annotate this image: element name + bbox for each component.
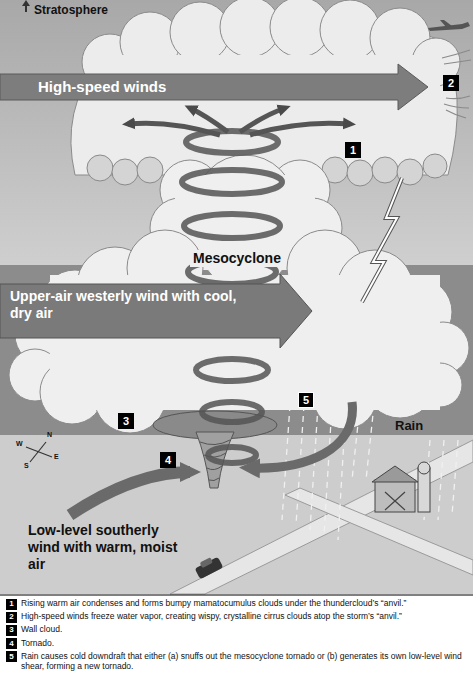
- rain: [282, 405, 458, 540]
- downdraft-arrow: [250, 402, 352, 468]
- legend-text: High-speed winds freeze water vapor, cre…: [21, 611, 469, 621]
- callout-number-text: 2: [9, 613, 13, 621]
- barn: [385, 492, 405, 510]
- cirrus-wisps: [442, 50, 470, 58]
- wind-label: Upper-air westerly wind with cool, dry a…: [10, 288, 260, 322]
- westerly-wind-arrow: [0, 274, 312, 348]
- background: [0, 435, 473, 594]
- legend-rule: [0, 595, 473, 596]
- callout-number: 4: [160, 452, 176, 468]
- mammatocumulus: [137, 157, 163, 183]
- high-speed-wind-arrow: [0, 64, 428, 110]
- callout-number: 1: [345, 142, 361, 158]
- callout-number: 2: [6, 612, 17, 623]
- barn: [372, 466, 418, 482]
- stratosphere-arrow: [22, 0, 30, 6]
- cirrus-wisps: [444, 104, 469, 108]
- mesocyclone-spiral: [182, 170, 282, 194]
- callout-number: 5: [298, 392, 314, 408]
- callout-number-text: 5: [303, 395, 309, 406]
- cirrus-wisps: [446, 96, 470, 99]
- mesocyclone-spiral: [186, 131, 278, 153]
- lightning: [362, 178, 402, 302]
- wind-label: High-speed winds: [38, 78, 166, 96]
- outflow-arrows: [128, 108, 350, 135]
- mesocyclone-spiral: [196, 359, 268, 381]
- roads: [170, 440, 473, 594]
- wind-label: Low-level southerly wind with warm, mois…: [28, 522, 178, 572]
- callout-number: 2: [443, 75, 459, 91]
- mesocyclone-label: Mesocyclone: [190, 250, 284, 267]
- mesocyclone-spiral: [208, 447, 256, 463]
- outflow-arrows: [190, 108, 228, 132]
- rain: [310, 405, 318, 530]
- anvil-cloud: [90, 55, 440, 170]
- barn: [418, 462, 430, 474]
- legend-rule: [0, 595, 473, 596]
- callout-number: 4: [6, 638, 17, 649]
- lightning: [362, 178, 402, 302]
- cirrus-wisps: [444, 60, 471, 64]
- lightning: [362, 178, 402, 302]
- legend-text: Rising warm air condenses and forms bump…: [21, 598, 469, 608]
- stratosphere-arrow: [22, 0, 30, 12]
- compass: [26, 442, 52, 462]
- cirrus-wisps: [446, 110, 466, 118]
- legend-text: Wall cloud.: [21, 624, 469, 634]
- rain: [438, 440, 444, 520]
- mammatocumulus: [347, 160, 373, 186]
- legend-text: Tornado.: [21, 638, 469, 648]
- barn: [418, 468, 430, 512]
- mesocyclone-spiral: [184, 214, 280, 238]
- callout-number-text: 5: [9, 653, 13, 661]
- compass-letter: E: [54, 453, 59, 461]
- southerly-wind-arrow: [70, 472, 190, 515]
- outflow-arrows: [128, 123, 220, 135]
- mammatocumulus: [87, 155, 113, 181]
- callout-number: 3: [118, 413, 134, 429]
- mesocyclone-spiral: [202, 402, 262, 422]
- mammatocumulus: [112, 159, 138, 185]
- airplane: [428, 20, 470, 31]
- southerly-wind-arrow: [70, 472, 190, 515]
- mammatocumulus: [372, 157, 398, 183]
- callout-number: 3: [6, 625, 17, 636]
- callout-number: 1: [6, 599, 17, 610]
- callout-number-text: 1: [9, 600, 13, 608]
- compass-letter: N: [47, 431, 52, 439]
- callout-number-text: 1: [350, 145, 356, 156]
- barn: [375, 480, 415, 512]
- compass: [26, 447, 52, 457]
- callout-number-text: 4: [9, 640, 13, 648]
- stratosphere-arrow: [25, 5, 27, 12]
- callout-number: 5: [6, 651, 17, 662]
- outflow-arrows: [250, 123, 350, 135]
- car: [200, 557, 213, 568]
- car: [195, 557, 224, 579]
- roads: [170, 440, 473, 594]
- compass-letter: W: [16, 440, 23, 448]
- rain-label: Rain: [392, 418, 426, 434]
- background: [0, 265, 473, 435]
- callout-number-text: 3: [123, 416, 129, 427]
- westerly-wind-arrow: [0, 274, 312, 348]
- mammatocumulus: [423, 154, 447, 178]
- car: [195, 557, 224, 579]
- high-speed-wind-arrow: [0, 64, 428, 110]
- compass-letter: S: [24, 462, 29, 470]
- callout-number-text: 4: [165, 455, 171, 466]
- downdraft-arrow: [250, 402, 352, 468]
- callout-number-text: 2: [448, 78, 454, 89]
- background: [0, 0, 473, 594]
- legend-text: Rain causes cold downdraft that either (…: [21, 651, 469, 671]
- callout-number-text: 3: [9, 626, 13, 634]
- barn: [372, 462, 430, 512]
- airplane: [440, 20, 452, 27]
- cirrus-wisps: [442, 50, 471, 118]
- layer-label: Stratosphere: [34, 3, 108, 17]
- rain: [452, 440, 458, 515]
